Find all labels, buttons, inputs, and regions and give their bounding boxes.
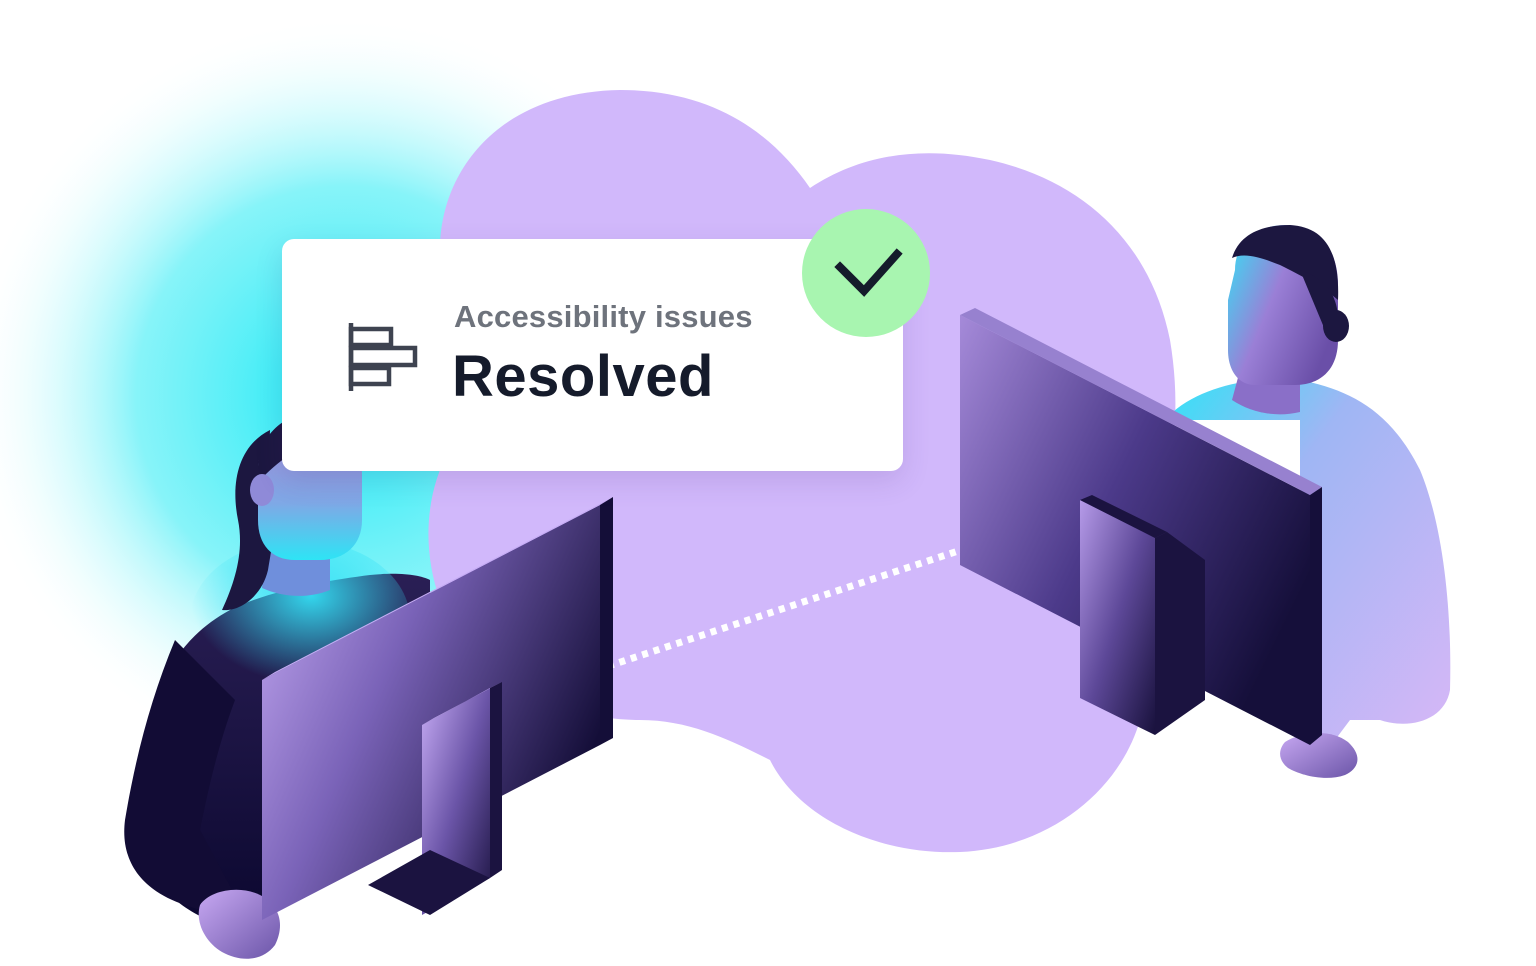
card-status: Resolved xyxy=(452,344,714,409)
left-monitor xyxy=(262,497,613,920)
check-badge xyxy=(802,209,930,337)
dotted-connection-line xyxy=(549,520,1042,689)
card-caption: Accessibility issues xyxy=(454,299,753,334)
check-icon xyxy=(834,248,903,297)
bar-chart-icon xyxy=(348,323,418,391)
status-card: Accessibility issues Resolved xyxy=(282,239,903,471)
right-monitor xyxy=(960,308,1322,745)
